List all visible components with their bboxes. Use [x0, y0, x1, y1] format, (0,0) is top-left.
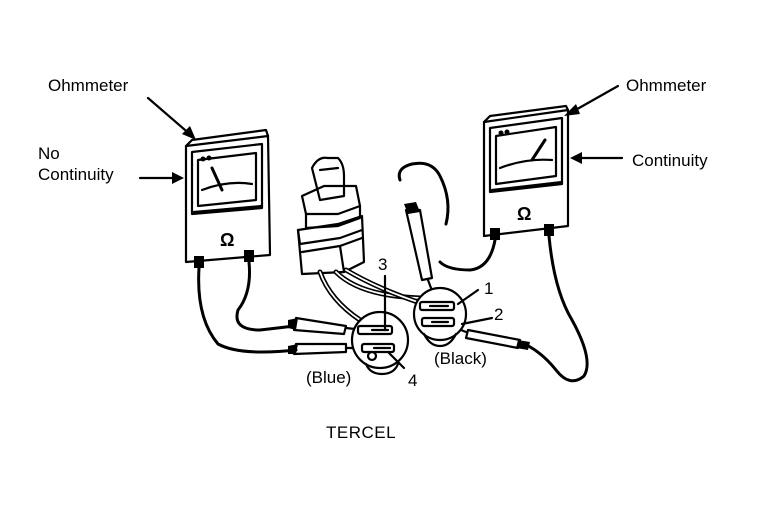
ohmmeter-left: Ω	[184, 128, 272, 268]
labels: Ohmmeter No Continuity Ohmmeter Continui…	[38, 76, 708, 442]
label-ohmmeter-left: Ohmmeter	[48, 76, 129, 95]
label-connector-blue: (Blue)	[306, 368, 351, 387]
meter-symbol-left: Ω	[220, 230, 234, 250]
label-continuity: Continuity	[632, 151, 708, 170]
label-no-continuity-line2: Continuity	[38, 165, 114, 184]
label-ohmmeter-right: Ohmmeter	[626, 76, 707, 95]
connector-black	[412, 286, 468, 348]
ohmmeter-right: Ω	[482, 104, 570, 240]
label-terminal-1: 1	[484, 279, 493, 298]
connector-blue	[350, 310, 410, 376]
label-terminal-4: 4	[408, 371, 417, 390]
callout-arrows	[138, 84, 624, 370]
label-terminal-3: 3	[378, 255, 387, 274]
meter-symbol-right: Ω	[517, 204, 531, 224]
switch-body	[296, 156, 366, 276]
wires	[197, 161, 589, 383]
label-terminal-2: 2	[494, 305, 503, 324]
label-no-continuity-line1: No	[38, 144, 60, 163]
diagram-caption: TERCEL	[326, 423, 396, 442]
label-connector-black: (Black)	[434, 349, 487, 368]
